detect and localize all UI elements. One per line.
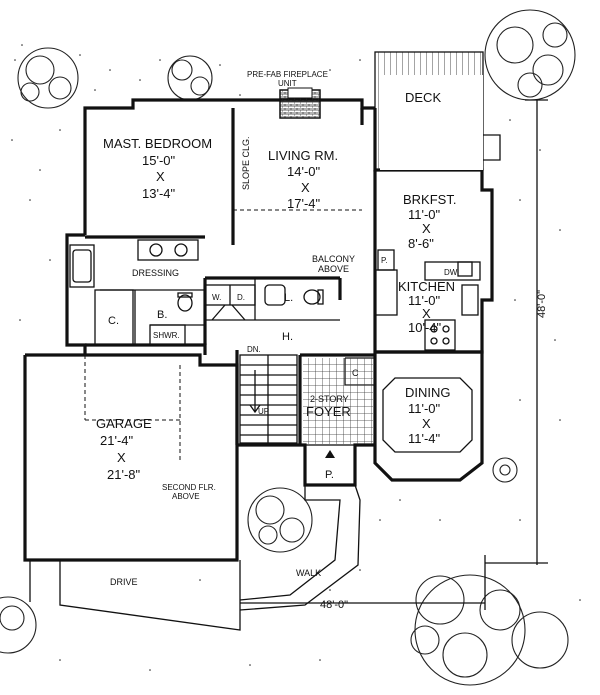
site-paths [25,484,361,631]
dining-table-outline [382,377,473,453]
foyer-tile [303,358,373,444]
pantry-label: P. [381,256,388,265]
foyer-closet-label: C [352,368,359,378]
living-room-dim2: 17'-4" [287,196,321,211]
dining-dim1: 11'-0" [408,401,441,416]
tree-top-right-icon [484,9,576,101]
dining-name: DINING [405,385,451,400]
deck-label: DECK [405,90,441,105]
master-bedroom-name: MAST. BEDROOM [103,136,212,151]
stairs-up-label: UP [258,407,269,416]
master-bedroom-dim2: 13'-4" [142,186,176,201]
breakfast-dim1: 11'-0" [408,207,441,222]
kitchen-fixtures [374,249,481,351]
tree-bottom-left-icon [0,596,37,654]
fireplace-label-2: UNIT [278,79,297,88]
living-room-name: LIVING RM. [268,148,338,163]
tree-porch-icon [247,487,313,553]
stairs-down-label: DN. [247,345,261,354]
shower-label: SHWR. [153,331,180,340]
overhead-lines [84,107,375,460]
room-labels: MAST. BEDROOM 15'-0" X 13'-4" LIVING RM.… [96,136,456,482]
second-floor-label-2: ABOVE [172,492,200,501]
living-room-x: X [301,180,310,195]
breakfast-dim2: 8'-6" [408,236,434,251]
tree-top-left-icon [17,47,79,109]
living-room-dim1: 14'-0" [287,164,321,179]
balcony-label-1: BALCONY [312,254,355,264]
depth-dimension: 48'-0" [536,290,548,318]
dryer-label: D. [237,293,245,302]
dressing-label: DRESSING [132,268,179,278]
garage-dim2: 21'-8" [107,467,141,482]
stairs [239,354,298,444]
garage-dim1: 21'-4" [100,433,134,448]
landscape-trees [0,9,581,686]
balcony-label-2: ABOVE [318,264,349,274]
dining-dim2: 11'-4" [408,431,441,446]
tree-top-center-icon [167,55,213,101]
porch-label: P. [325,469,334,481]
fireplace-label-1: PRE-FAB FIREPLACE [247,70,328,79]
bath-label: B. [157,309,167,321]
kitchen-dim1: 11'-0" [408,293,441,308]
washer-label: W. [212,293,221,302]
dining-x: X [422,416,431,431]
fixtures [69,239,324,346]
minor-labels: SLOPE CLG. BALCONY ABOVE DRESSING C. B. … [108,136,458,587]
fireplace: PRE-FAB FIREPLACE UNIT [247,70,328,119]
closet-label: C. [108,315,119,327]
tree-right-small-icon [492,457,518,483]
deck: DECK [374,51,501,171]
foyer-label-1: 2-STORY [310,394,349,404]
hall-label: H. [282,331,293,343]
kitchen-x: X [422,306,431,321]
lav-label: L. [284,292,293,304]
dishwasher-label: DW [444,268,458,277]
drive-label: DRIVE [110,577,138,587]
breakfast-x: X [422,221,431,236]
width-dimension: 48'-0" [320,599,348,611]
dimension-lines: 48'-0" 48'-0" [240,99,548,611]
master-bedroom-dim1: 15'-0" [142,153,176,168]
tree-bottom-right-icon [410,574,569,686]
porch [304,444,356,486]
kitchen-name: KITCHEN [398,279,455,294]
garage-x: X [117,450,126,465]
walk-label: WALK [296,568,321,578]
kitchen-dim2: 10'-4" [408,320,442,335]
foyer-label-2: FOYER [306,404,351,419]
garage-name: GARAGE [96,416,152,431]
entry-arrow-icon [325,450,335,458]
breakfast-name: BRKFST. [403,192,456,207]
slope-ceiling-label: SLOPE CLG. [241,136,251,190]
second-floor-label-1: SECOND FLR. [162,483,216,492]
master-bedroom-x: X [156,169,165,184]
